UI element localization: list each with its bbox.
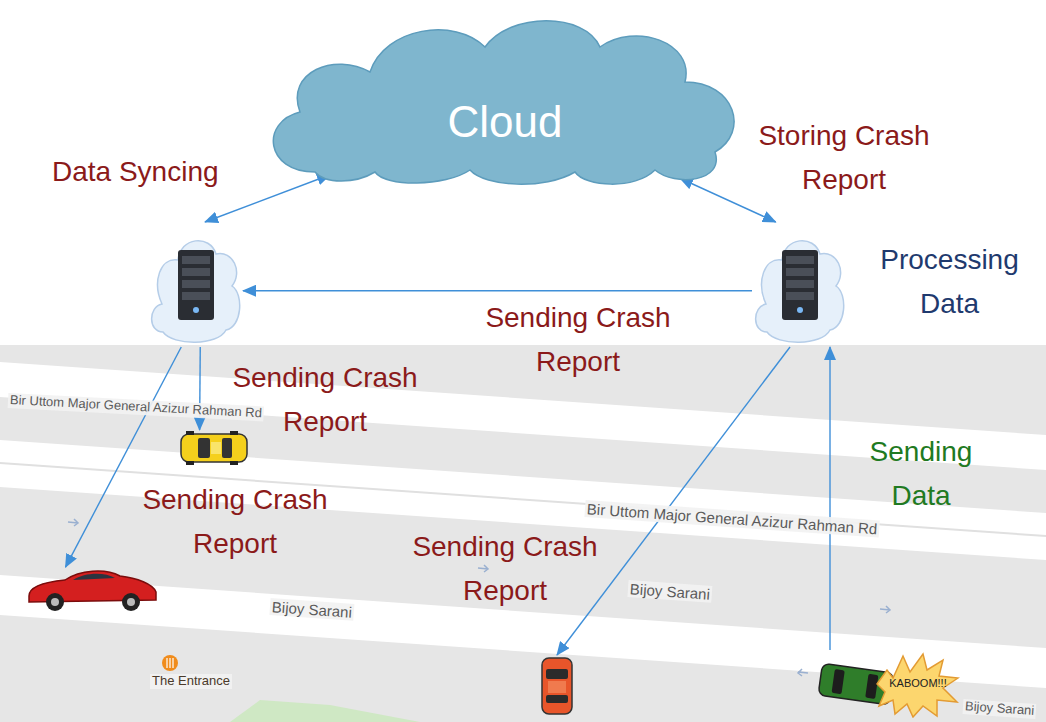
arrow-connector: [66, 347, 182, 567]
orange-car-illustration: [538, 655, 576, 717]
map-ground: [0, 345, 1046, 722]
server-node: Processing Data: [752, 222, 847, 347]
arrow-connector: [829, 347, 830, 650]
traffic-arrows: [68, 519, 890, 676]
edge-label: Data Syncing: [52, 150, 219, 194]
place-name: The Entrance: [150, 674, 232, 689]
sports-car-illustration: [25, 562, 160, 614]
arrow-connector: [243, 290, 752, 291]
burst-text: KABOOM!!!: [885, 677, 951, 690]
edge-label: Sending Crash Report: [387, 525, 623, 613]
server-node: [148, 222, 243, 347]
taxi-car: [178, 430, 250, 466]
edge-label: Sending Crash Report: [460, 296, 696, 384]
taxi-illustration: [178, 430, 250, 466]
park-area: [230, 700, 420, 722]
crashed-car: KABOOM!!!: [815, 650, 960, 718]
restaurant-icon: [162, 655, 178, 671]
arrow-connector: [205, 175, 330, 222]
sports-car: [25, 562, 160, 614]
edge-label: Sending Data: [846, 430, 996, 518]
server-icon: [148, 222, 243, 347]
node-heading: Processing Data: [857, 238, 1042, 326]
edge-label: Sending Crash Report: [117, 478, 353, 566]
edge-label: Sending Crash Report: [207, 356, 443, 444]
edge-label: Storing Crash Report: [728, 114, 960, 202]
restaurant-icon-fork: [167, 658, 173, 668]
cloud-node: Cloud: [255, 12, 755, 187]
arrow-connector: [680, 178, 776, 222]
server-icon: [752, 222, 847, 347]
cloud-label: Cloud: [405, 97, 605, 148]
orange-car: [538, 655, 576, 717]
